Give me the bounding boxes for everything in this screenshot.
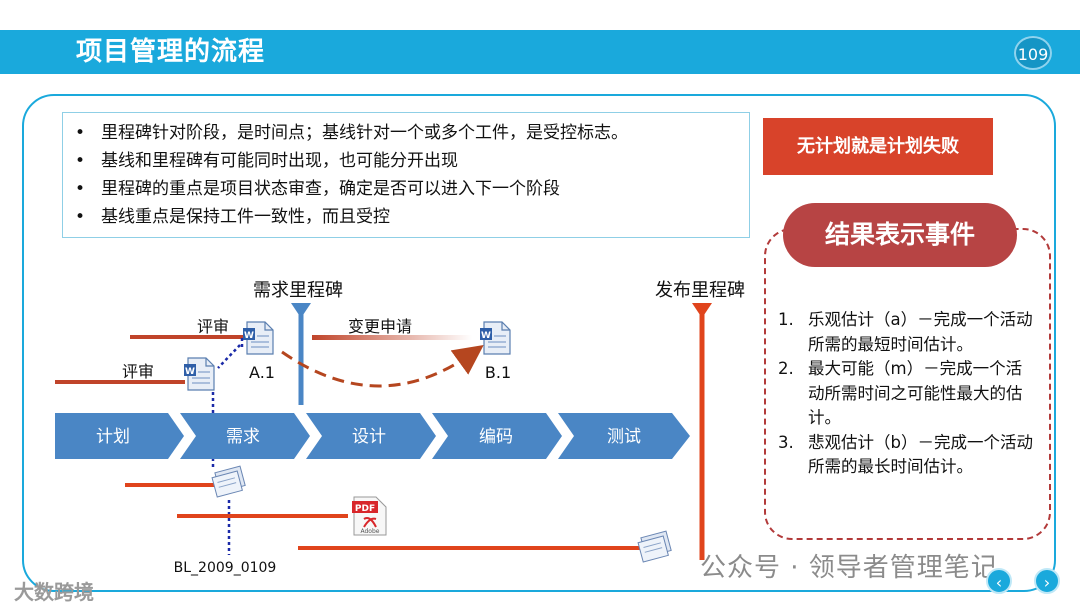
stage-label: 测试 xyxy=(607,427,641,447)
pdf-icon: PDF Adobe xyxy=(352,496,387,536)
watermark: 公众号 · 领导者管理笔记 xyxy=(700,553,998,583)
svg-text:W: W xyxy=(481,331,491,341)
word-doc-icon: W xyxy=(243,321,274,355)
stage-label: 需求 xyxy=(226,427,260,447)
stage-label: 计划 xyxy=(96,427,130,447)
stage-chevron xyxy=(432,413,562,459)
doc-a-label: A.1 xyxy=(249,363,275,382)
review-label: 评审 xyxy=(122,362,154,381)
bullet-item: 基线重点是保持工件一致性，而且受控 xyxy=(73,203,749,231)
prev-arrow-icon[interactable]: ‹ xyxy=(986,568,1012,594)
pdf-icon-text: PDF xyxy=(355,504,375,514)
stage-chevron xyxy=(55,413,184,459)
change-arrow xyxy=(281,344,484,388)
stage-chevron xyxy=(180,413,310,459)
baseline-label: BL_2009_0109 xyxy=(174,560,277,576)
svg-text:W: W xyxy=(244,331,254,341)
page-number: 109 xyxy=(1014,36,1052,70)
word-doc-icon: W xyxy=(480,321,511,355)
stage-chevron xyxy=(558,413,690,459)
review-label: 评审 xyxy=(197,317,229,336)
change-request-label: 变更申请 xyxy=(348,317,412,336)
page-title: 项目管理的流程 xyxy=(76,37,266,67)
requirements-milestone-marker xyxy=(291,303,311,318)
content-frame xyxy=(22,94,1056,592)
stage-label: 编码 xyxy=(479,427,513,447)
bullet-item: 里程碑针对阶段，是时间点；基线针对一个或多个工件，是受控标志。 xyxy=(73,119,749,147)
doc-b-label: B.1 xyxy=(485,363,511,382)
stacked-docs-icon xyxy=(211,465,246,498)
estimate-item: 1.乐观估计（a）－完成一个活动所需的最短时间估计。 xyxy=(778,310,1033,354)
estimate-item: 2.最大可能（m）－完成一个活动所需时间之可能性最大的估计。 xyxy=(778,359,1023,427)
release-milestone-marker xyxy=(692,303,712,318)
bullet-item: 里程碑的重点是项目状态审查，确定是否可以进入下一个阶段 xyxy=(73,175,749,203)
stage-label: 设计 xyxy=(352,427,386,447)
logo-text: 大数跨境 xyxy=(14,580,94,604)
estimate-item: 3.悲观估计（b）－完成一个活动所需的最长时间估计。 xyxy=(778,432,1033,477)
next-arrow-icon[interactable]: › xyxy=(1034,568,1060,594)
requirements-milestone-label: 需求里程碑 xyxy=(253,280,343,301)
svg-text:W: W xyxy=(185,367,195,377)
result-title-pill: 结果表示事件 xyxy=(783,203,1017,267)
stacked-docs-icon xyxy=(637,530,672,563)
stage-chevrons: 计划 需求 设计 编码 测试 xyxy=(55,413,690,459)
header-bar xyxy=(0,30,1080,74)
bullet-box: 里程碑针对阶段，是时间点；基线针对一个或多个工件，是受控标志。 基线和里程碑有可… xyxy=(62,112,750,238)
bullet-item: 基线和里程碑有可能同时出现，也可能分开出现 xyxy=(73,147,749,175)
slogan-box: 无计划就是计划失败 xyxy=(763,118,993,175)
estimate-list: 1.乐观估计（a）－完成一个活动所需的最短时间估计。 2.最大可能（m）－完成一… xyxy=(778,308,1038,480)
release-milestone-label: 发布里程碑 xyxy=(655,280,745,301)
stage-chevron xyxy=(306,413,436,459)
change-request-line xyxy=(312,335,472,340)
word-doc-icon: W xyxy=(184,357,215,391)
adobe-text: Adobe xyxy=(361,528,380,535)
